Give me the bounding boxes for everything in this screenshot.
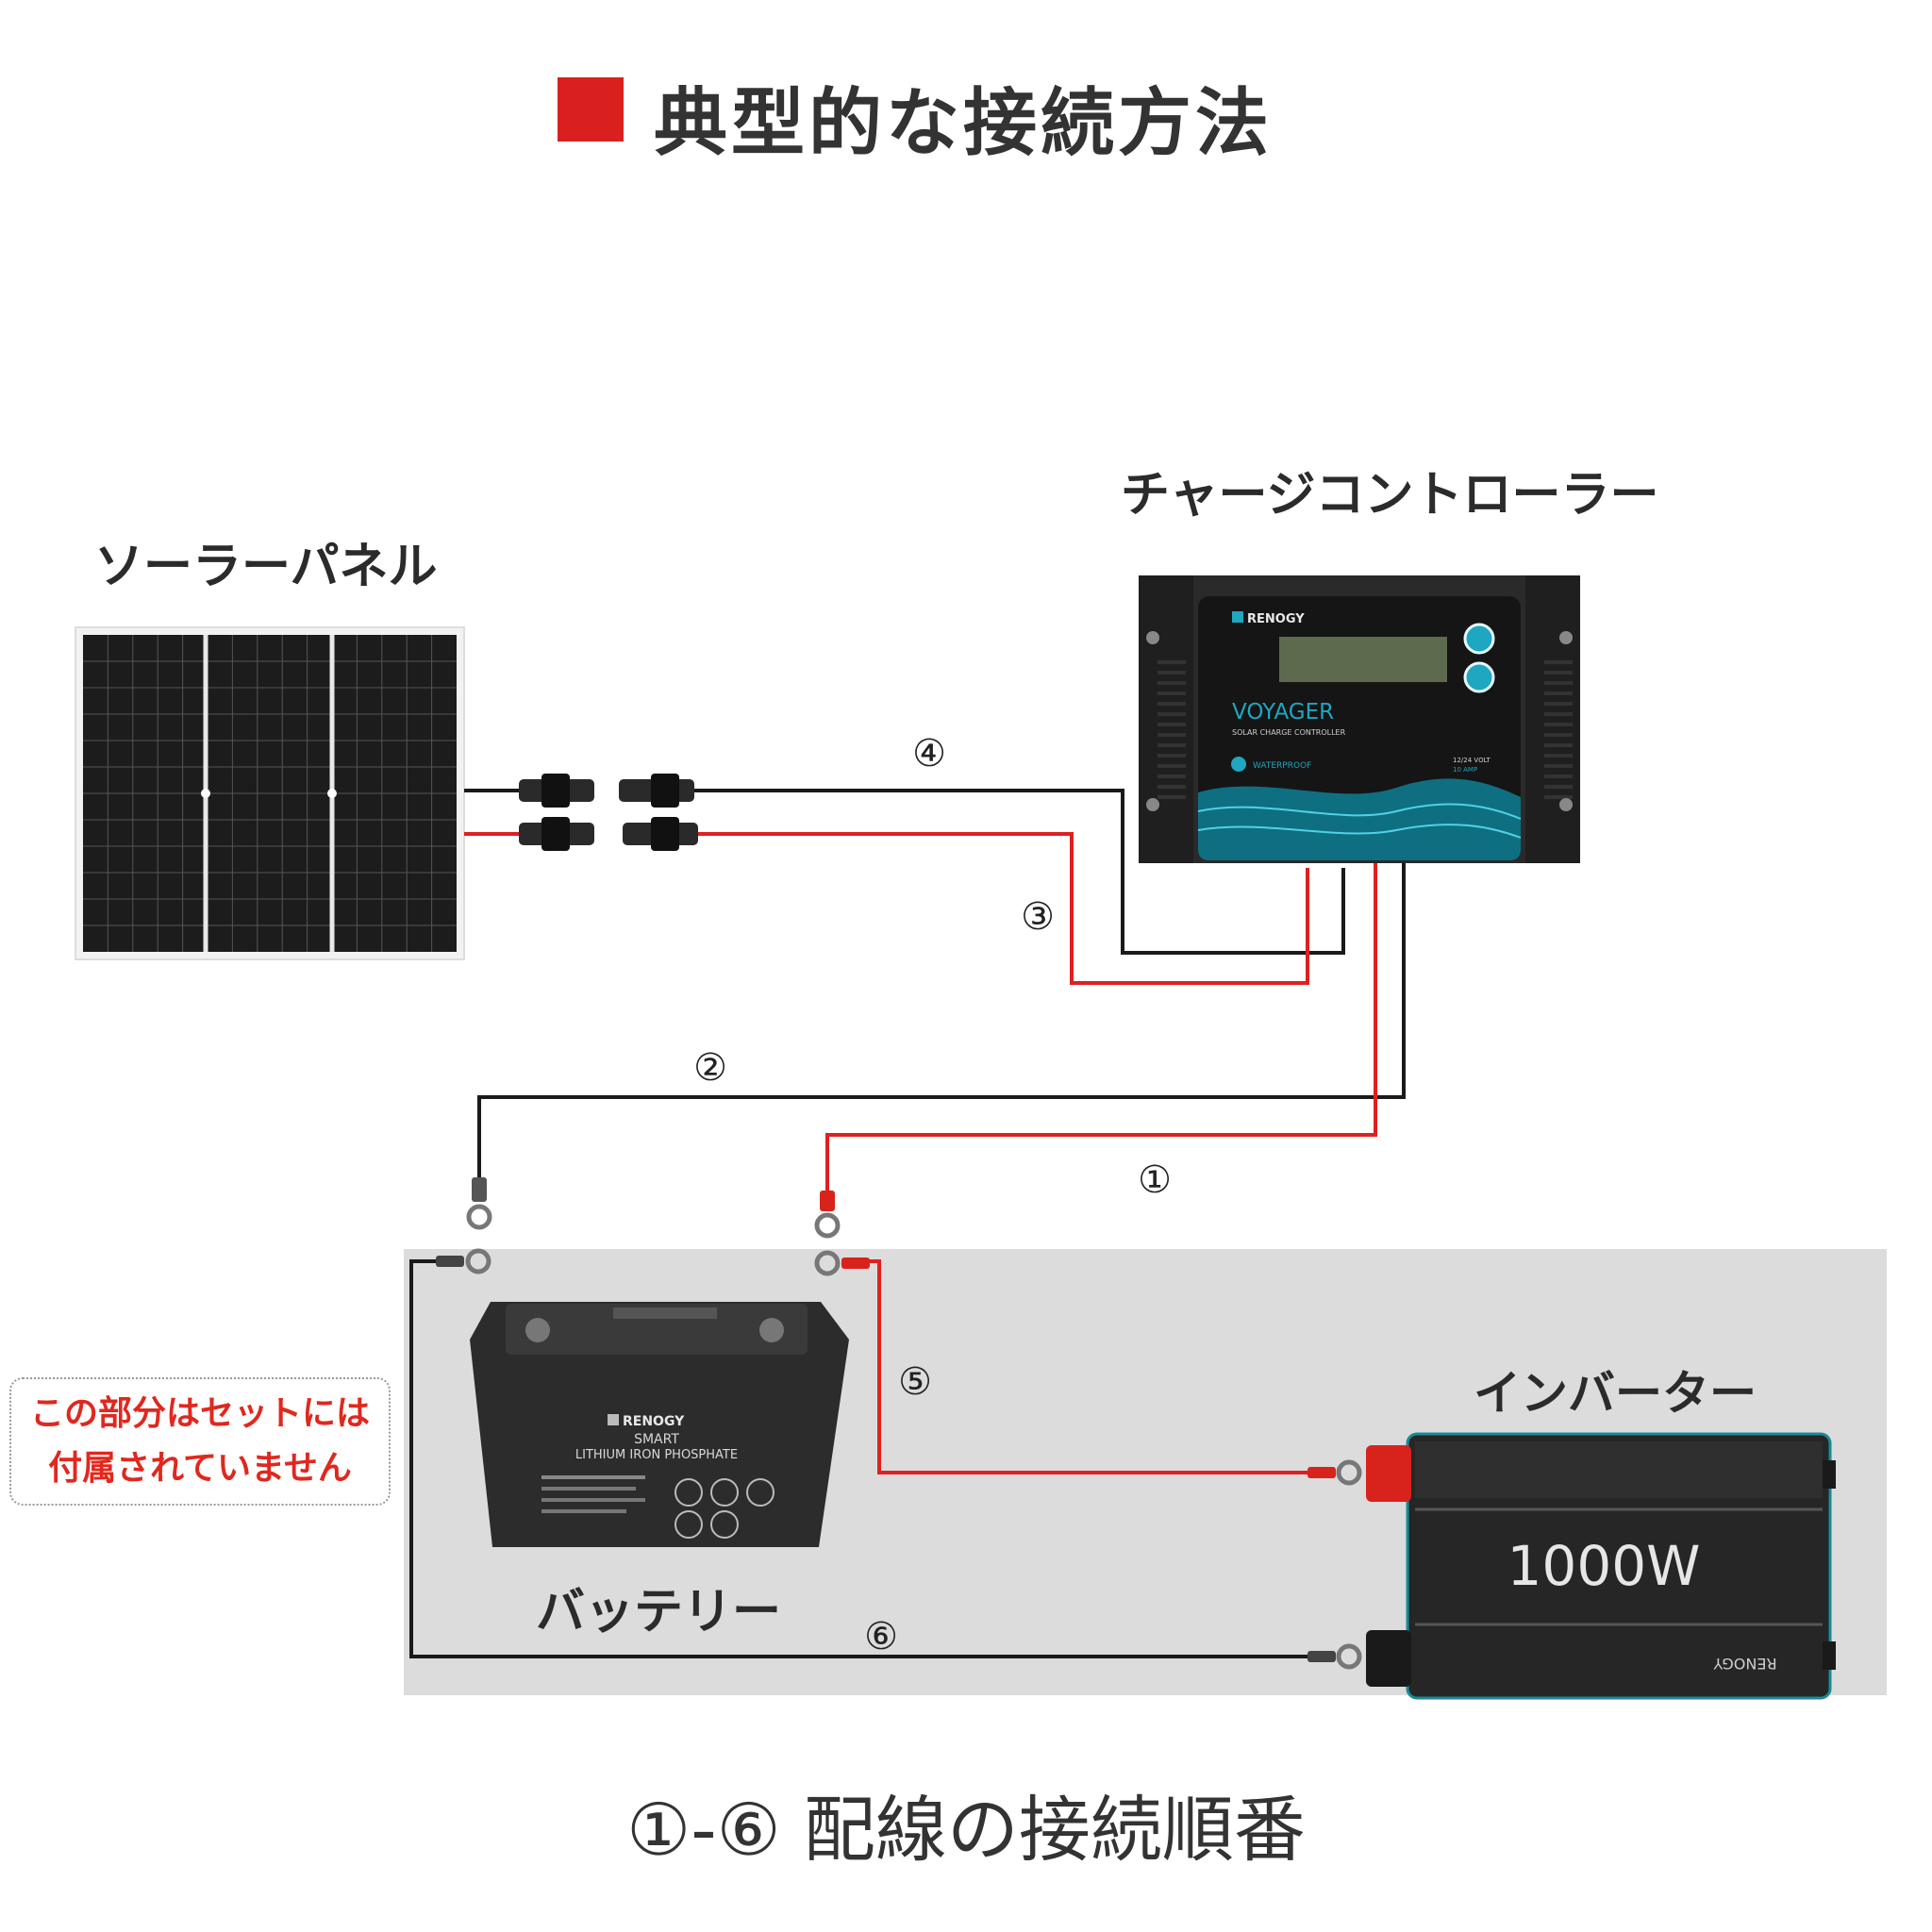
wire-number-5: ⑤ <box>898 1360 932 1404</box>
battery-line2: LITHIUM IRON PHOSPHATE <box>575 1448 738 1462</box>
battery-label: バッテリー <box>536 1584 782 1641</box>
wire-4 <box>694 789 1345 955</box>
controller-brand: RENOGY <box>1247 612 1305 626</box>
ring-terminal-wire-1 <box>814 1191 841 1239</box>
ring-terminal-battery-neg <box>436 1248 491 1274</box>
note-line-2: 付属されていません <box>48 1449 352 1488</box>
inverter-power: 1000W <box>1507 1534 1701 1598</box>
not-included-note: この部分はセットには 付属されていません <box>9 1377 391 1506</box>
wire-1 <box>825 863 1377 1196</box>
mc4-connector-red-female <box>623 817 698 851</box>
wire-number-2: ② <box>693 1046 727 1090</box>
controller-model: VOYAGER <box>1232 700 1334 724</box>
wire-2 <box>477 863 1406 1184</box>
mc4-connector-black-female <box>619 774 694 808</box>
battery-brand: RENOGY <box>623 1414 685 1429</box>
ring-terminal-inverter-pos <box>1307 1459 1362 1486</box>
controller-waterproof: WATERPROOF <box>1253 761 1311 771</box>
wire-number-3: ③ <box>1021 895 1055 939</box>
wire-number-4: ④ <box>912 732 946 775</box>
inverter-label: インバーター <box>1474 1366 1757 1421</box>
note-line-1: この部分はセットには <box>29 1394 370 1433</box>
page-title: 典型的な接続方法 <box>654 81 1274 166</box>
wiring-order-caption: ①-⑥ 配線の接続順番 <box>626 1788 1306 1872</box>
charge-controller: RENOGY VOYAGER SOLAR CHARGE CONTROLLER W… <box>1139 575 1580 863</box>
wire-number-1: ① <box>1138 1158 1172 1202</box>
controller-subtitle: SOLAR CHARGE CONTROLLER <box>1232 728 1346 737</box>
solar-panel-label: ソーラーパネル <box>94 539 438 595</box>
battery-line1: SMART <box>634 1432 679 1447</box>
solar-panel <box>75 626 465 960</box>
wire-number-6: ⑥ <box>864 1615 898 1658</box>
inverter-brand: RENOGY <box>1713 1655 1776 1673</box>
wire-5 <box>868 1259 1309 1474</box>
controller-rating-1: 12/24 VOLT <box>1453 757 1491 764</box>
wire-3 <box>698 832 1309 985</box>
battery: RENOGY SMART LITHIUM IRON PHOSPHATE <box>470 1302 849 1547</box>
ring-terminal-battery-pos <box>814 1250 870 1276</box>
inverter: 1000W RENOGY <box>1366 1432 1836 1700</box>
controller-rating-2: 10 AMP <box>1453 766 1477 774</box>
ring-terminal-wire-2 <box>466 1177 492 1230</box>
title-marker <box>558 77 624 142</box>
wire-6 <box>409 1259 1309 1658</box>
mc4-connector-red-male <box>519 817 594 851</box>
mc4-connector-black-male <box>519 774 594 808</box>
charge-controller-label: チャージコントローラー <box>1121 467 1659 524</box>
ring-terminal-inverter-neg <box>1307 1643 1362 1670</box>
